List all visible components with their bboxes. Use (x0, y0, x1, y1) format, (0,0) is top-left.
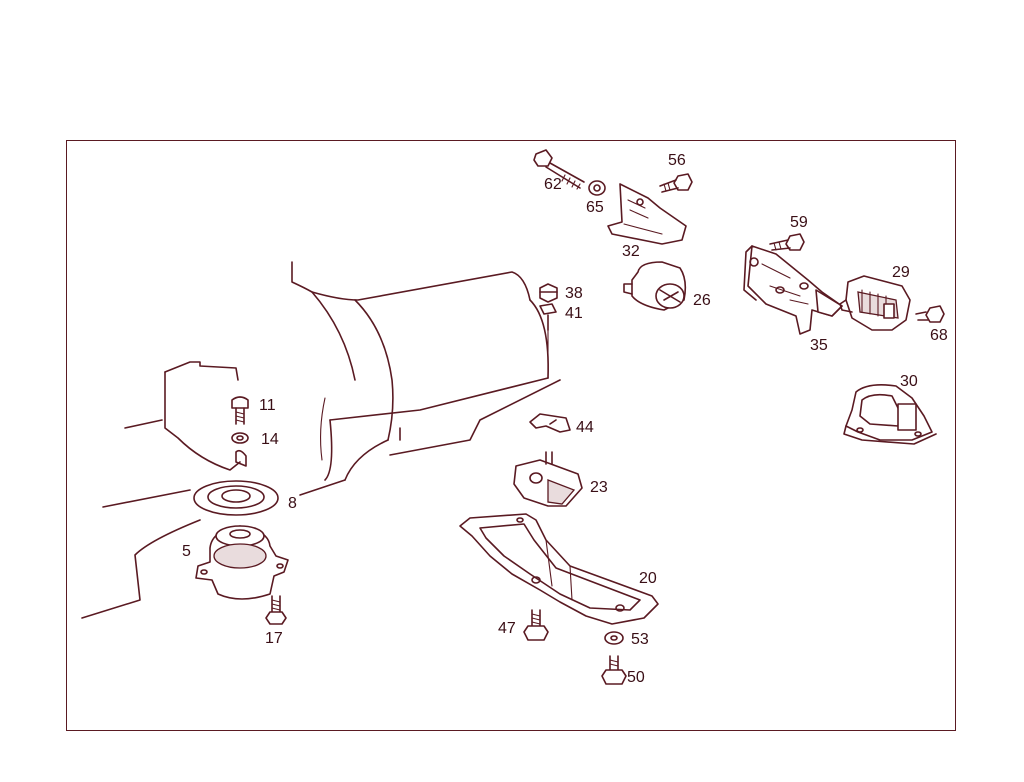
callout-47: 47 (498, 620, 516, 637)
transmission-housing (81, 261, 561, 619)
part-8-plate (193, 480, 279, 516)
part-35-bracket (743, 245, 843, 335)
callout-14: 14 (261, 431, 279, 448)
callout-44: 44 (576, 419, 594, 436)
callout-30: 30 (900, 373, 918, 390)
part-32-bracket (607, 183, 687, 245)
part-50-bolt (601, 655, 627, 685)
callout-59: 59 (790, 214, 808, 231)
callout-32: 32 (622, 243, 640, 260)
part-26-mount (623, 261, 687, 311)
callout-56: 56 (668, 152, 686, 169)
part-62-bolt (533, 149, 585, 190)
part-23-mount (513, 451, 583, 507)
part-20-crossmember (459, 513, 659, 625)
callout-53: 53 (631, 631, 649, 648)
part-68-bolt (915, 305, 945, 323)
callout-35: 35 (810, 337, 828, 354)
callout-50: 50 (627, 669, 645, 686)
part-11-bolt (231, 396, 249, 425)
part-65-washer (588, 180, 606, 196)
callout-26: 26 (693, 292, 711, 309)
callout-68: 68 (930, 327, 948, 344)
part-5-mount (195, 525, 289, 600)
part-59-bolt (769, 233, 805, 251)
part-53-washer (604, 631, 624, 645)
callout-5: 5 (182, 543, 191, 560)
callout-20: 20 (639, 570, 657, 587)
callout-62: 62 (544, 176, 562, 193)
callouts: 62 65 56 32 59 29 38 41 26 68 35 30 11 1… (182, 152, 948, 686)
part-14-washer (231, 432, 249, 467)
part-17-bolt (265, 595, 287, 625)
callout-17: 17 (265, 630, 283, 647)
part-56-bolt (659, 173, 693, 193)
part-41-washer (539, 303, 557, 331)
part-30-mount (843, 384, 937, 445)
callout-11: 11 (259, 397, 276, 414)
part-38-nut (539, 283, 558, 303)
part-47-bolt (523, 609, 549, 641)
callout-38: 38 (565, 285, 583, 302)
callout-65: 65 (586, 199, 604, 216)
part-29-mount (839, 275, 911, 331)
part-44-clip (529, 413, 571, 433)
callout-8: 8 (288, 495, 297, 512)
callout-23: 23 (590, 479, 608, 496)
callout-29: 29 (892, 264, 910, 281)
callout-41: 41 (565, 305, 583, 322)
diagram-frame (66, 140, 956, 731)
